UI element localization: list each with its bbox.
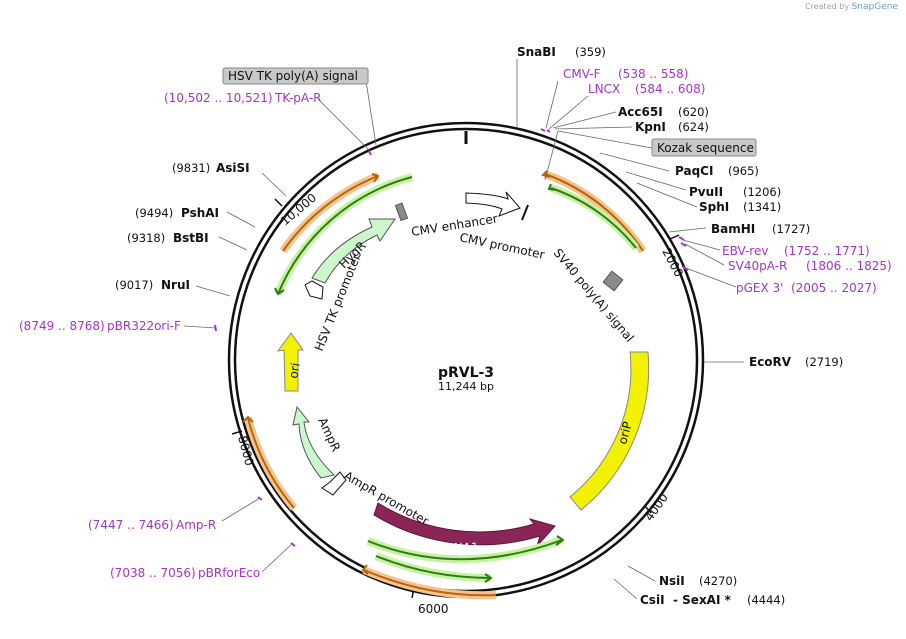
site-paqci[interactable]: PaqCI <box>675 164 713 178</box>
sv40-polya-label: SV40 poly(A) signal <box>551 246 637 345</box>
credit-brand: SnapGene <box>851 2 898 12</box>
primer-tkpar-range: (10,502 .. 10,521) <box>164 91 273 105</box>
primer-cmvf[interactable]: CMV-F <box>563 67 601 81</box>
site-acc65i-pos: (620) <box>678 105 709 119</box>
site-bamhi-pos: (1727) <box>772 222 810 236</box>
site-csii-pos: (4444) <box>747 593 785 607</box>
primer-pbrforeco[interactable]: pBRforEco <box>198 566 260 580</box>
site-bstbi-pos: (9318) <box>127 231 165 245</box>
kozak-box-label: Kozak sequence <box>657 141 754 155</box>
hsv-tk-polya-box-label: HSV TK poly(A) signal <box>228 69 358 83</box>
primer-pbrforeco-range: (7038 .. 7056) <box>110 566 196 580</box>
primer-arrow-lower-left <box>242 415 298 511</box>
site-acc65i[interactable]: Acc65I <box>618 105 663 119</box>
sv40-polya-feature <box>602 270 624 292</box>
ebna1-label: EBNA1 <box>438 540 479 555</box>
site-nrui[interactable]: NruI <box>161 278 190 292</box>
site-nsii[interactable]: NsiI <box>659 574 685 588</box>
orip-label: oriP <box>615 420 634 446</box>
site-kpni-pos: (624) <box>678 120 709 134</box>
site-pshai-pos: (9494) <box>135 206 173 220</box>
primer-sv40par-range: (1806 .. 1825) <box>806 259 892 273</box>
primer-cmvf-range: (538 .. 558) <box>618 67 688 81</box>
site-bamhi[interactable]: BamHI <box>711 222 755 236</box>
primer-ebvrev[interactable]: EBV-rev <box>722 244 768 258</box>
ori-feature <box>276 332 304 392</box>
site-ecorv[interactable]: EcoRV <box>749 355 792 369</box>
primer-ebvrev-range: (1752 .. 1771) <box>784 244 870 258</box>
hygr-feature <box>311 218 396 284</box>
leader-lines <box>183 59 744 600</box>
cmv-enhancer-feature <box>465 191 529 221</box>
site-nrui-pos: (9017) <box>115 278 153 292</box>
site-snabi[interactable]: SnaBI <box>517 45 556 59</box>
site-asisi-pos: (9831) <box>172 161 210 175</box>
credit-prefix: Created by <box>805 2 850 11</box>
tick-label-6000: 6000 <box>418 602 449 616</box>
site-kpni[interactable]: KpnI <box>635 120 666 134</box>
ampr-feature <box>292 405 336 479</box>
tick-mark-4000 <box>644 505 652 514</box>
orip-feature <box>569 351 650 511</box>
site-sexai[interactable]: - SexAI * <box>673 593 732 607</box>
site-csii[interactable]: CsiI <box>640 593 665 607</box>
tick-mark-2000 <box>669 234 680 240</box>
plasmid-size: 11,244 bp <box>438 380 494 393</box>
site-nsii-pos: (4270) <box>699 574 737 588</box>
site-paqci-pos: (965) <box>728 164 759 178</box>
ampr-promoter-feature <box>321 471 347 496</box>
primer-sv40par[interactable]: SV40pA-R <box>728 259 787 273</box>
tick-mark-8000 <box>231 430 243 435</box>
primer-lncx[interactable]: LNCX <box>588 82 620 96</box>
primer-arrows-left-top <box>274 172 414 296</box>
site-pvuii[interactable]: PvuII <box>689 185 723 199</box>
ebna1-feature <box>373 502 556 547</box>
plasmid-name: pRVL-3 <box>438 365 494 381</box>
tick-mark-10000 <box>274 198 283 207</box>
primer-arrows-top-right <box>541 170 647 254</box>
site-pshai[interactable]: PshAI <box>181 206 219 220</box>
site-sphi[interactable]: SphI <box>699 200 729 214</box>
primer-pgex3[interactable]: pGEX 3' <box>736 281 783 295</box>
primer-ampr[interactable]: Amp-R <box>176 518 216 532</box>
site-snabi-pos: (359) <box>575 45 606 59</box>
site-pvuii-pos: (1206) <box>743 185 781 199</box>
kozak-box[interactable]: Kozak sequence <box>651 138 757 157</box>
hsv-tk-polya-feature <box>394 202 409 222</box>
hsv-tk-promoter-feature <box>304 280 324 300</box>
primer-pbr322f-range: (8749 .. 8768) <box>19 319 105 333</box>
primer-site-marks <box>214 128 689 547</box>
snapgene-credit: Created by SnapGene <box>805 2 898 12</box>
site-ecorv-pos: (2719) <box>805 355 843 369</box>
primer-ampr-range: (7447 .. 7466) <box>88 518 174 532</box>
cmv-promoter-label: CMV promoter <box>458 230 546 262</box>
ori-label: ori <box>286 362 302 380</box>
hsv-tk-polya-box[interactable]: HSV TK poly(A) signal <box>222 67 369 85</box>
ampr-label: AmpR <box>315 415 343 453</box>
site-sphi-pos: (1341) <box>743 200 781 214</box>
primer-tkpar[interactable]: TK-pA-R <box>274 91 322 105</box>
primer-pgex3-range: (2005 .. 2027) <box>791 281 877 295</box>
primer-arrows-bottom <box>361 535 565 600</box>
site-asisi[interactable]: AsiSI <box>216 161 250 175</box>
primer-lncx-range: (584 .. 608) <box>635 82 705 96</box>
primer-pbr322f[interactable]: pBR322ori-F <box>107 319 181 333</box>
site-bstbi[interactable]: BstBI <box>173 231 209 245</box>
